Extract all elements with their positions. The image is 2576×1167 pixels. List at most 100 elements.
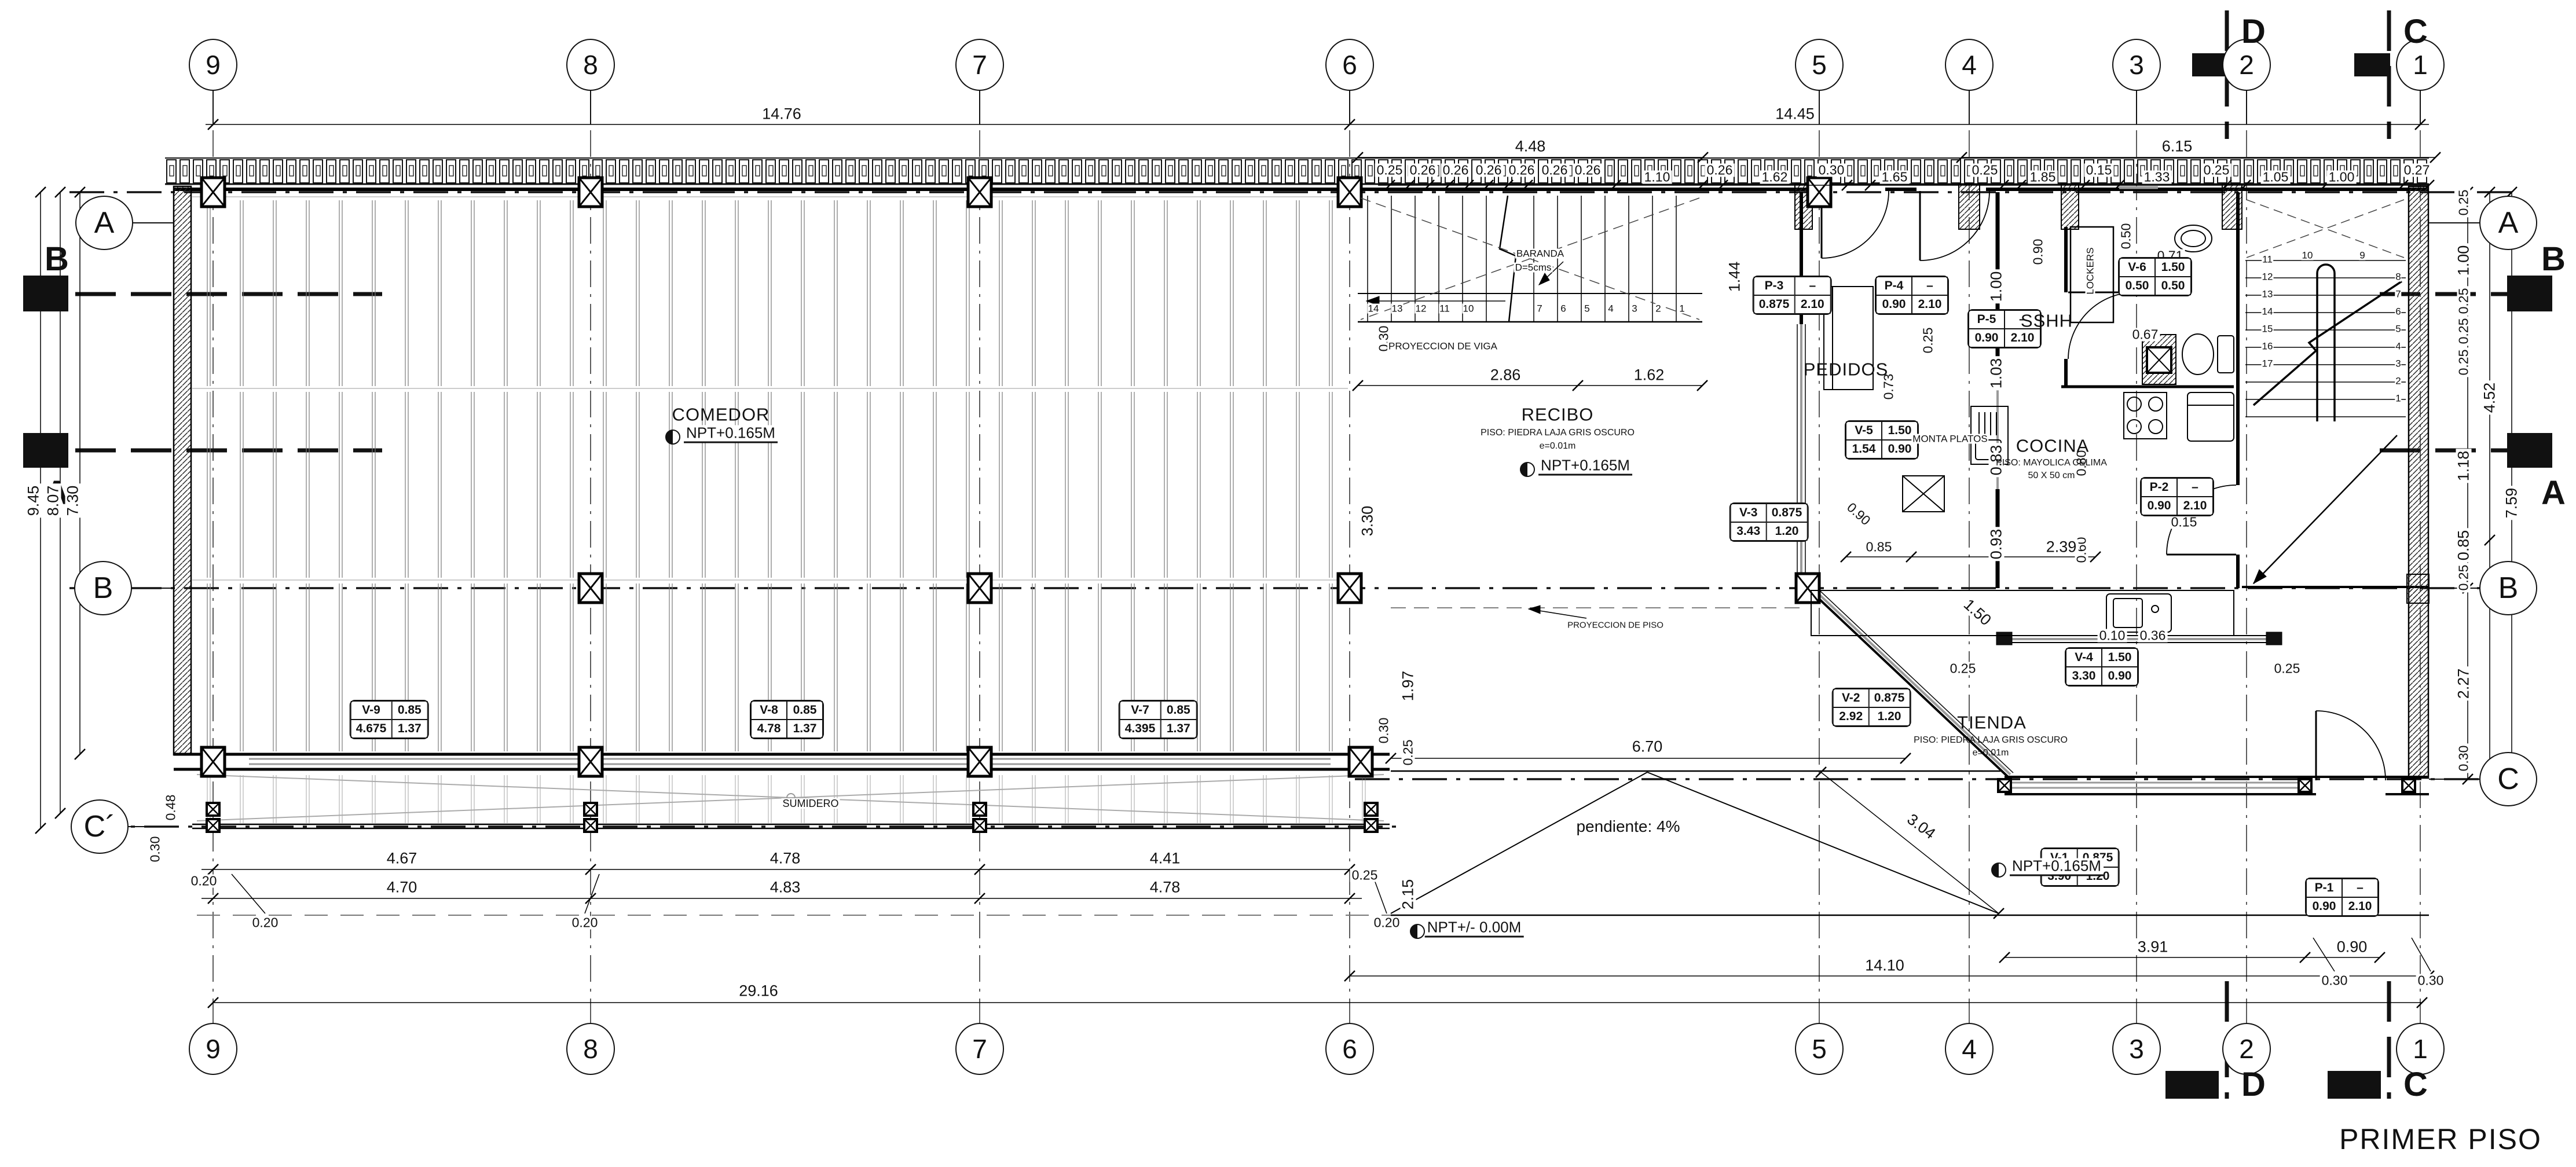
- grid-bubble-3: 3: [2112, 1023, 2161, 1075]
- tag-cell: 2.92: [1833, 707, 1869, 726]
- tag-cell: P-1: [2306, 879, 2342, 897]
- tag-cell: 1.37: [787, 720, 823, 738]
- dimension-label: 0.25: [2272, 662, 2302, 676]
- annotation-sumidero: SUMIDERO: [781, 798, 840, 809]
- dimension-label: 2.39: [2044, 539, 2079, 555]
- tag-cell: P-5: [1969, 310, 2005, 329]
- dimension-label: 1.62: [1760, 170, 1790, 184]
- dimension-label: 0.10: [2097, 629, 2127, 643]
- dimension-label: 0.48: [163, 792, 178, 823]
- stair-tread-number: 4: [2395, 340, 2402, 352]
- dimension-label: 14.10: [1863, 957, 1906, 974]
- grid-bubble-A: A: [2479, 196, 2537, 250]
- stove-icon: [2123, 392, 2167, 439]
- grid-bubble-9: 9: [189, 39, 237, 91]
- tag-cell: 0.90: [1969, 329, 2005, 347]
- dimension-label: 0.25: [2456, 347, 2471, 377]
- dimension-label: 1.33: [2142, 170, 2172, 184]
- dimension-label: 7.59: [2503, 486, 2520, 520]
- dimension-label: 0.25: [1375, 163, 1405, 177]
- toilet-icon: [2182, 333, 2214, 375]
- tag-cell: 0.90: [1882, 440, 1918, 458]
- stair-tread-number: 11: [1439, 303, 1450, 314]
- grid-bubble-6: 6: [1325, 39, 1374, 91]
- tag-cell: 1.50: [2102, 648, 2138, 667]
- comedor-floor-pattern: [192, 195, 1348, 751]
- stair-tread-number: 2: [1655, 303, 1662, 314]
- dimension-label: 2.27: [2455, 666, 2472, 701]
- dimension-label: 6.70: [1630, 739, 1665, 755]
- dimension-label: 0.26: [1474, 163, 1504, 177]
- stair-tread-number: 5: [2395, 323, 2402, 335]
- grid-bubble-5: 5: [1795, 1023, 1844, 1075]
- tag-cell: –: [2005, 310, 2040, 329]
- tag-cell: 1.50: [2155, 258, 2191, 277]
- tag-cell: V-9: [350, 701, 392, 720]
- dimension-label: 0.26: [1573, 163, 1603, 177]
- grid-bubble-3: 3: [2112, 39, 2161, 91]
- tag-cell: 0.50: [2119, 277, 2155, 295]
- section-letter-D: D: [2241, 1066, 2266, 1103]
- dimension-label: 0.90: [2031, 237, 2046, 267]
- tag-cell: 3.43: [1730, 522, 1767, 541]
- grid-bubble-8: 8: [566, 1023, 615, 1075]
- annotation-lockers: LOCKERS: [2084, 246, 2096, 296]
- level-symbol-icon: [665, 430, 680, 445]
- stair-tread-number: 11: [2262, 254, 2273, 265]
- ramp: [197, 605, 2429, 920]
- room-floor-note: PISO: PIEDRA LAJA GRIS OSCURO: [1914, 735, 2068, 745]
- tag-cell: 1.50: [1882, 421, 1918, 440]
- tag-cell: V-7: [1119, 701, 1161, 720]
- stair-tread-number: 5: [1584, 303, 1591, 314]
- stair-tread-number: 13: [2261, 288, 2274, 300]
- dimension-label: 2.15: [1399, 877, 1417, 912]
- dimension-label: 0.15: [2169, 515, 2199, 529]
- sink-icon: [2174, 225, 2212, 252]
- tag-cell: 1.20: [1766, 522, 1808, 541]
- dimension-label: 1.00: [2455, 243, 2472, 278]
- room-floor-note: e=0.01m: [1972, 748, 2009, 758]
- annotation-monta-platos: MONTA PLATOS: [1911, 433, 1989, 445]
- stair-tread-number: 14: [1367, 303, 1380, 314]
- dimension-label: 0.25: [1948, 662, 1978, 676]
- tag-cell: 4.395: [1119, 720, 1161, 738]
- grid-bubble-4: 4: [1945, 39, 1994, 91]
- tag-cell: –: [1794, 277, 1831, 295]
- dimension-label: 0.25: [2456, 316, 2471, 346]
- grid-bubble-6: 6: [1325, 1023, 1374, 1075]
- lockers-cabinet: [2069, 226, 2115, 324]
- dimension-label: 0.85: [1864, 540, 1894, 554]
- dimension-label: 0.15: [2084, 163, 2114, 177]
- room-floor-note: e=0.01m: [1539, 441, 1576, 451]
- dimension-label: 4.78: [1148, 879, 1182, 896]
- stair-tread-number: 7: [1536, 303, 1543, 314]
- dimension-label: 0.26: [1705, 163, 1735, 177]
- dimension-label: 14.45: [1773, 106, 1816, 122]
- stair-tread-number: 12: [1415, 303, 1427, 314]
- dimension-label: 4.67: [384, 850, 419, 867]
- tag-cell: 0.90: [2141, 497, 2177, 515]
- dimension-label: 1.65: [1879, 170, 1910, 184]
- grid-bubble-8: 8: [566, 39, 615, 91]
- dimension-label: 1.44: [1726, 259, 1743, 294]
- level-symbol-icon: [1410, 924, 1425, 939]
- grid-bubble-7: 7: [955, 1023, 1004, 1075]
- dimension-label: 0.93: [1988, 527, 2005, 562]
- dimension-label: 2.86: [1488, 367, 1523, 383]
- dimension-label: 14.76: [760, 106, 803, 122]
- dimension-label: 3.91: [2135, 939, 2170, 955]
- annotation-baranda: BARANDA: [1515, 248, 1566, 259]
- stair-tread-number: 17: [2261, 358, 2274, 369]
- stair-tread-number: 1: [1679, 303, 1685, 314]
- dimension-label: 1.03: [1988, 356, 2005, 391]
- room-floor-note: 50 X 50 cm: [2028, 471, 2075, 480]
- tag-cell: P-4: [1876, 277, 1912, 295]
- room-label-sshh: SSHH: [2020, 310, 2073, 331]
- dimension-label: 0.25: [2456, 286, 2471, 316]
- stair-tread-number: 6: [1560, 303, 1567, 314]
- annotation-d-5cms: D=5cms: [1514, 262, 1553, 273]
